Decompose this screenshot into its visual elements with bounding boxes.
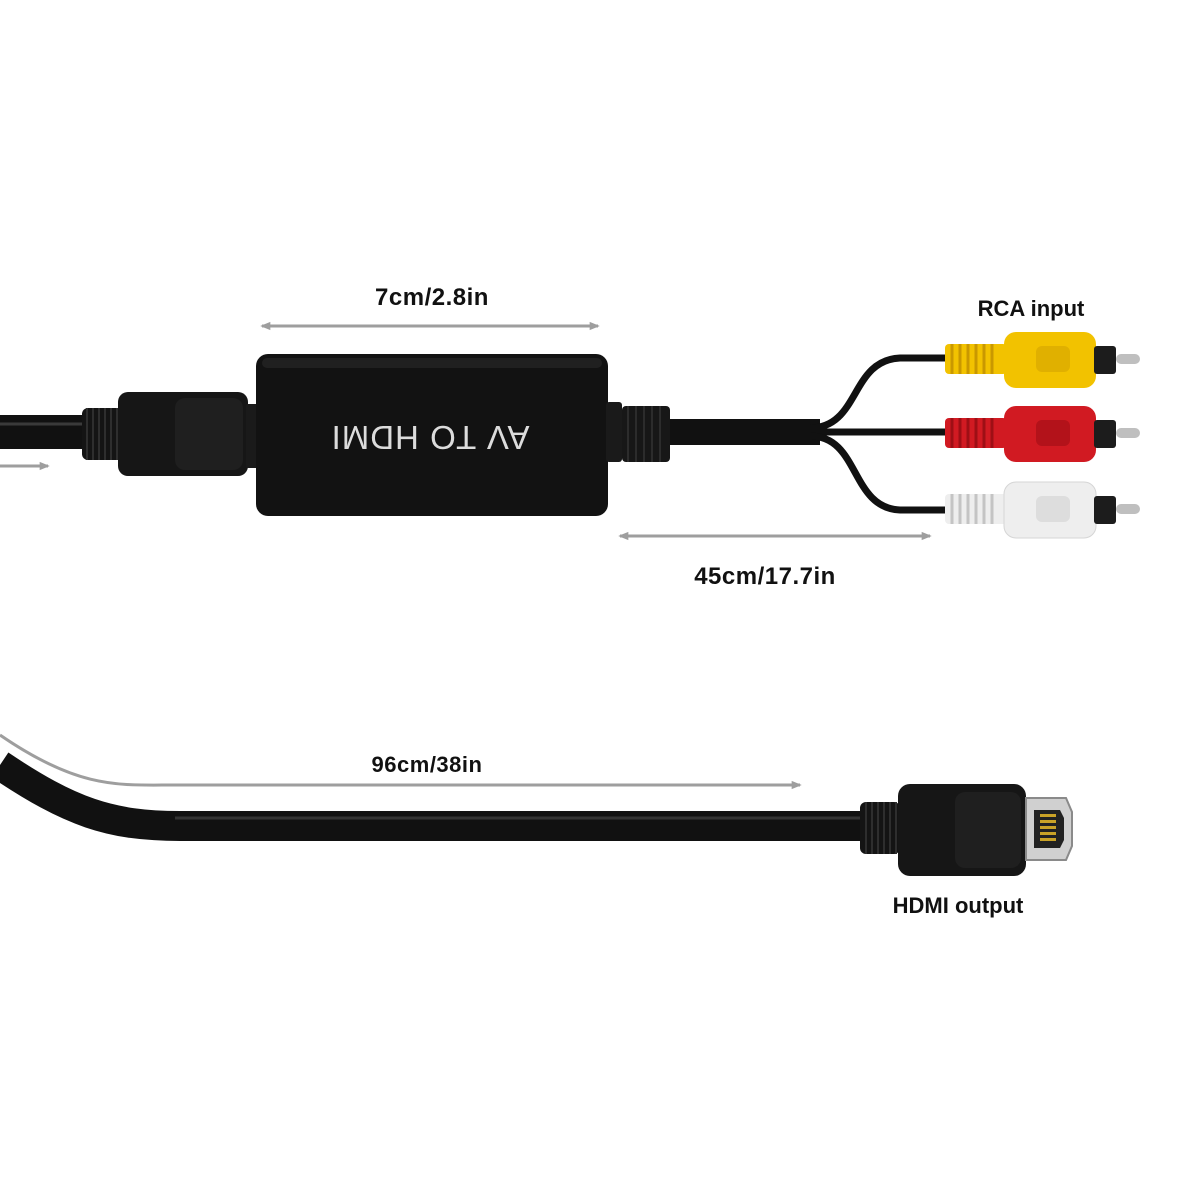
rca-plug-red xyxy=(945,406,1140,462)
box-dimension-label: 7cm/2.8in xyxy=(375,284,489,311)
rca-cable-length-label: 45cm/17.7in xyxy=(694,563,836,590)
hdmi-plug-top xyxy=(82,392,260,476)
rca-input-label: RCA input xyxy=(977,296,1085,321)
hdmi-output-label: HDMI output xyxy=(892,893,1024,918)
rca-plug-yellow xyxy=(945,332,1140,388)
hdmi-output-cable xyxy=(0,752,870,841)
hdmi-cable-length-label: 96cm/38in xyxy=(371,752,483,777)
converter-box xyxy=(256,354,608,516)
rca-plug-white xyxy=(945,481,1140,539)
device-label: AV TO HDMI xyxy=(330,419,530,456)
rca-cable-bundle xyxy=(606,354,950,514)
hdmi-dimension-arrow xyxy=(0,733,802,790)
hdmi-plug-bottom xyxy=(860,784,1073,876)
